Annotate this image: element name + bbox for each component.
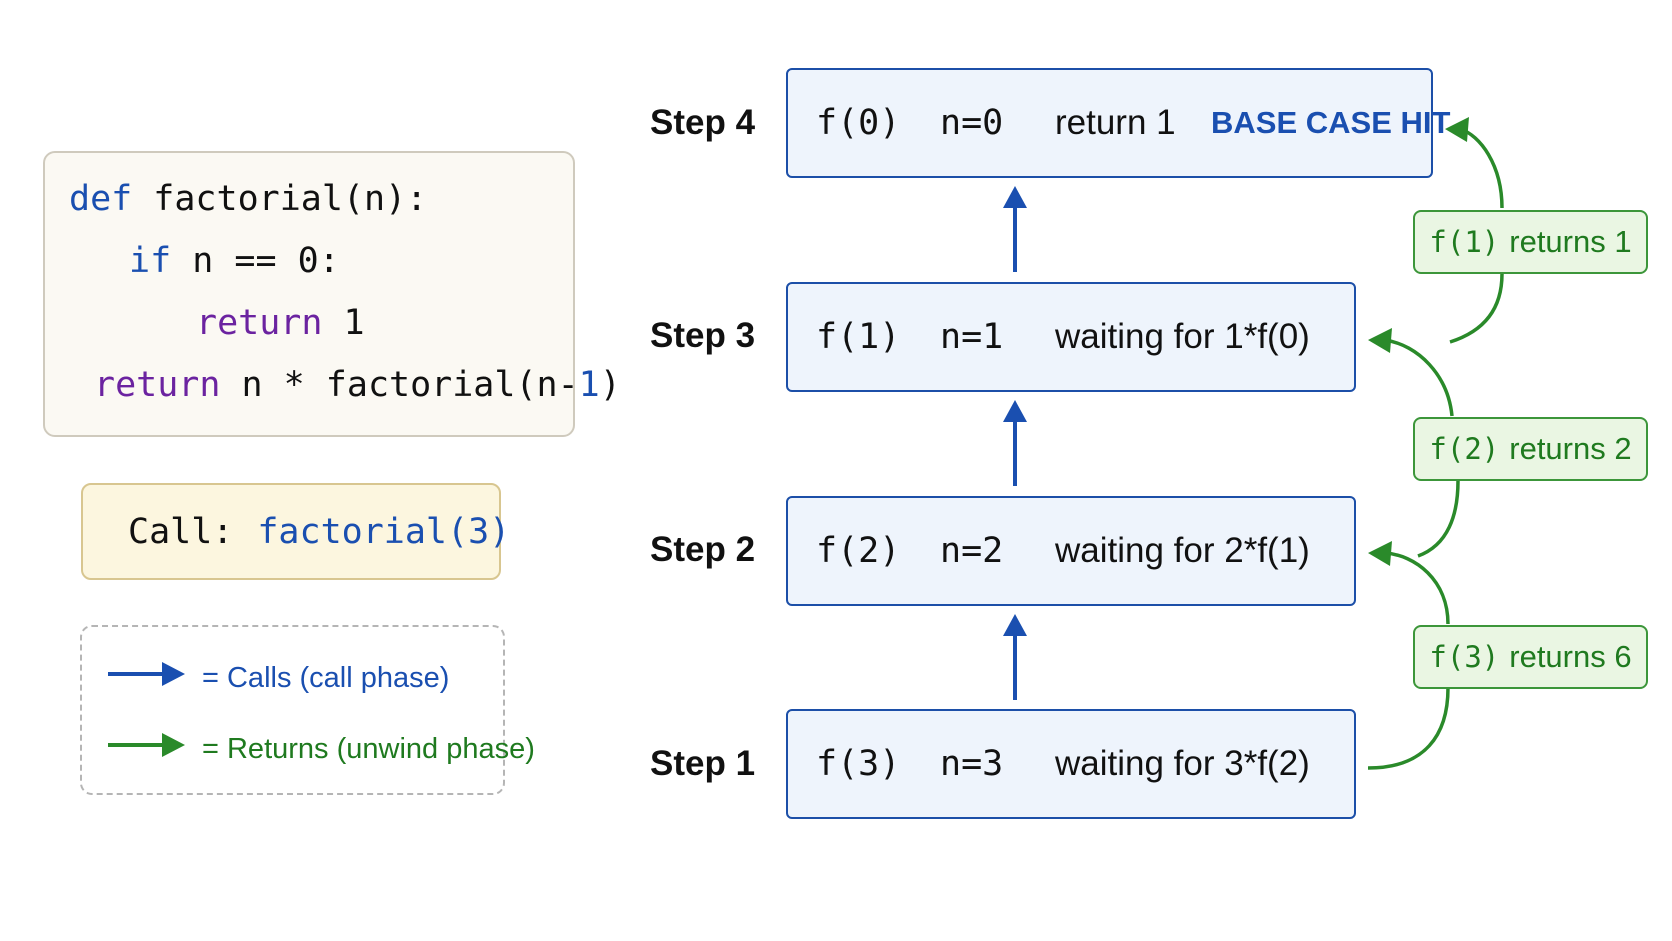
legend-call-arrow-icon [108, 662, 185, 686]
stack-frame-step-3: f(1) n=1 waiting for 1*f(0) [786, 282, 1356, 392]
return-arrowhead-f1 [1445, 117, 1469, 142]
code-line-return-recursive: return n * factorial(n-1) [94, 365, 621, 405]
step-label-1: Step 1 [650, 744, 756, 783]
code-line-if: if n == 0: [129, 241, 340, 281]
frame-status: waiting for 1*f(0) [1055, 317, 1310, 356]
frame-n: n=0 [940, 103, 1004, 143]
return-arrowhead-f3 [1368, 541, 1392, 566]
frame-n: n=1 [940, 317, 1004, 357]
code-line-def: def factorial(n): [69, 179, 428, 219]
legend-returns-label: = Returns (unwind phase) [202, 733, 535, 765]
frame-status: return 1 [1055, 103, 1176, 142]
call-label: Call: [128, 511, 234, 552]
frame-n: n=2 [940, 531, 1004, 571]
call-value: factorial(3) [257, 511, 511, 552]
call-box: Call: factorial(3) [81, 483, 510, 580]
step-label-2: Step 2 [650, 530, 756, 569]
legend-calls-label: = Calls (call phase) [202, 662, 450, 694]
frame-n: n=3 [940, 744, 1004, 784]
return-arrow-f2 [1384, 338, 1460, 558]
return-label-f2: f(2)returns 2 [1413, 417, 1648, 481]
return-arrow-f3 [1367, 551, 1450, 770]
call-arrow-step1-to-step2 [1003, 614, 1027, 700]
base-case-badge: BASE CASE HIT [1211, 105, 1451, 140]
frame-func: f(3) [816, 744, 901, 784]
return-label-f3: f(3)returns 6 [1413, 625, 1648, 689]
legend: = Calls (call phase) = Returns (unwind p… [80, 625, 535, 795]
call-arrow-step3-to-step4 [1003, 186, 1027, 272]
step-label-4: Step 4 [650, 103, 756, 142]
step-label-3: Step 3 [650, 316, 756, 355]
legend-return-arrow-icon [108, 733, 185, 757]
frame-status: waiting for 2*f(1) [1055, 531, 1310, 570]
return-label-f1: f(1)returns 1 [1413, 210, 1648, 274]
frame-status: waiting for 3*f(2) [1055, 744, 1310, 783]
stack-frame-step-2: f(2) n=2 waiting for 2*f(1) [786, 496, 1356, 606]
call-arrow-step2-to-step3 [1003, 400, 1027, 486]
code-line-return-base: return 1 [196, 303, 365, 343]
stack-frame-step-1: f(3) n=3 waiting for 3*f(2) [786, 709, 1356, 819]
frame-func: f(2) [816, 531, 901, 571]
return-arrowhead-f2 [1368, 328, 1392, 353]
stack-frame-step-4: f(0) n=0 return 1 BASE CASE HIT [786, 68, 1450, 178]
frame-func: f(1) [816, 317, 901, 357]
frame-func: f(0) [816, 103, 901, 143]
code-panel: def factorial(n): if n == 0: return 1 re… [43, 151, 621, 437]
